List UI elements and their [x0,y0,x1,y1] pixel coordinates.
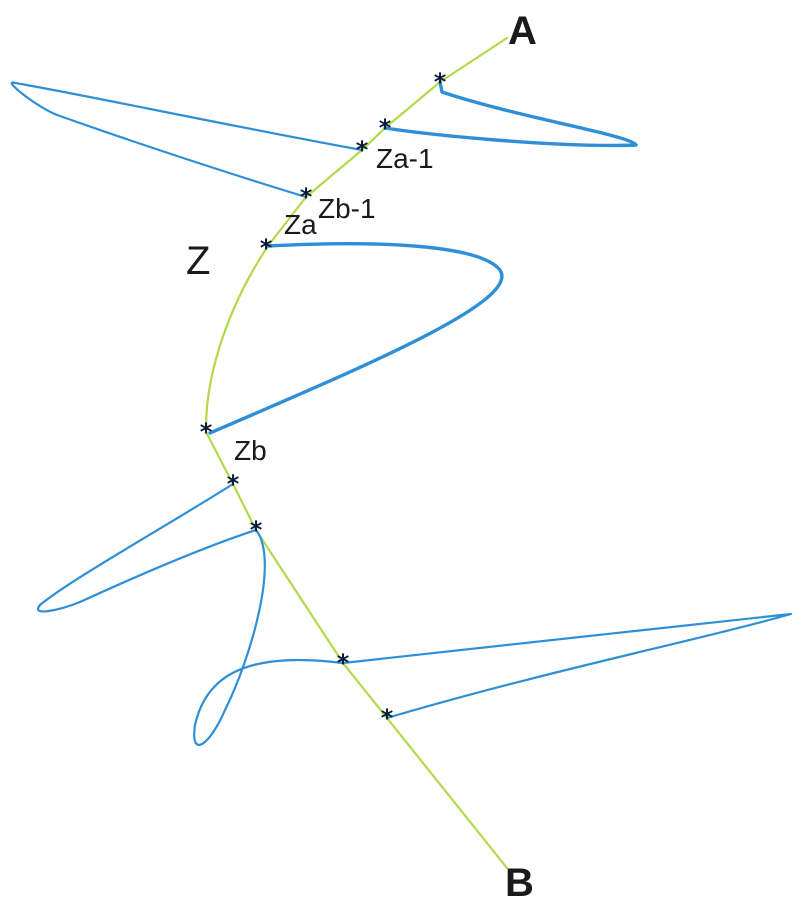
point-marker: * [434,68,447,96]
point-marker: * [260,234,273,262]
loop-lower-left-long [193,528,345,747]
main-path-curve [204,36,509,870]
loop-lower-left-small [36,482,258,613]
label-zb-minus-1: Zb-1 [318,193,376,224]
label-z: Z [186,239,210,283]
point-marker: * [356,136,369,164]
point-marker: * [200,418,213,446]
point-marker: * [227,470,240,498]
label-b: B [505,861,534,899]
label-za: Za [284,209,317,240]
label-zb: Zb [234,435,267,466]
loop-lower-right [341,612,793,720]
point-marker: * [381,704,394,732]
point-marker: * [337,649,350,677]
point-marker: * [379,114,392,142]
loop-top-left [10,81,364,199]
label-a: A [508,9,537,53]
label-za-minus-1: Za-1 [376,143,434,174]
loop-middle [208,242,504,435]
point-marker: * [300,183,313,211]
point-markers: * * * * * * * * * * [200,68,447,732]
point-marker: * [250,516,263,544]
loop-top-right [383,80,638,148]
